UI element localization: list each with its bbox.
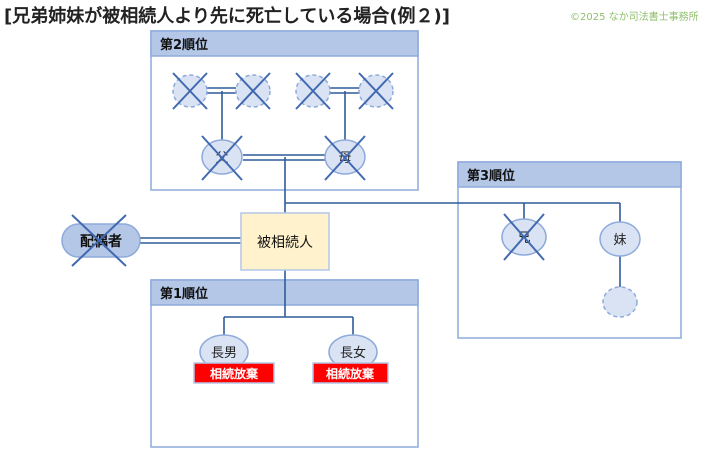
cross-icon	[295, 72, 331, 110]
grandparent-node	[295, 72, 331, 110]
cross-icon	[358, 72, 394, 110]
rank3-label: 第3順位	[467, 168, 515, 184]
grandparent-node	[235, 72, 271, 110]
rank3-box: 第3順位	[457, 161, 682, 339]
eldest-daughter-label: 長女	[340, 345, 366, 361]
sister-child-node	[602, 286, 638, 318]
father-node: 父	[201, 135, 243, 181]
decedent-node: 被相続人	[240, 212, 330, 271]
cross-icon	[235, 72, 271, 110]
cross-icon	[201, 135, 243, 181]
cross-icon	[324, 135, 366, 181]
rank1-label: 第1順位	[160, 286, 208, 302]
page-title: [兄弟姉妹が被相続人より先に死亡している場合(例２)]	[4, 6, 451, 27]
copyright-label: ©2025 なか司法書士事務所	[570, 12, 699, 23]
rank2-label: 第2順位	[160, 37, 208, 53]
grandparent-node	[358, 72, 394, 110]
cross-icon	[71, 214, 127, 267]
son-badge-label: 相続放棄	[210, 366, 259, 381]
decedent-label: 被相続人	[257, 234, 313, 251]
elder-brother-node: 兄	[501, 213, 547, 261]
connector-lines	[140, 87, 621, 336]
son-renunciation-badge: 相続放棄	[193, 362, 275, 384]
daughter-renunciation-badge: 相続放棄	[312, 362, 389, 384]
eldest-son-label: 長男	[211, 346, 237, 361]
cross-icon	[172, 72, 208, 110]
mother-node: 母	[324, 135, 366, 181]
spouse-node: 配偶者	[61, 214, 141, 267]
cross-icon	[503, 213, 545, 261]
younger-sister-label: 妹	[613, 233, 626, 248]
younger-sister-node: 妹	[599, 221, 641, 257]
grandparent-node	[172, 72, 208, 110]
daughter-badge-label: 相続放棄	[326, 366, 375, 381]
